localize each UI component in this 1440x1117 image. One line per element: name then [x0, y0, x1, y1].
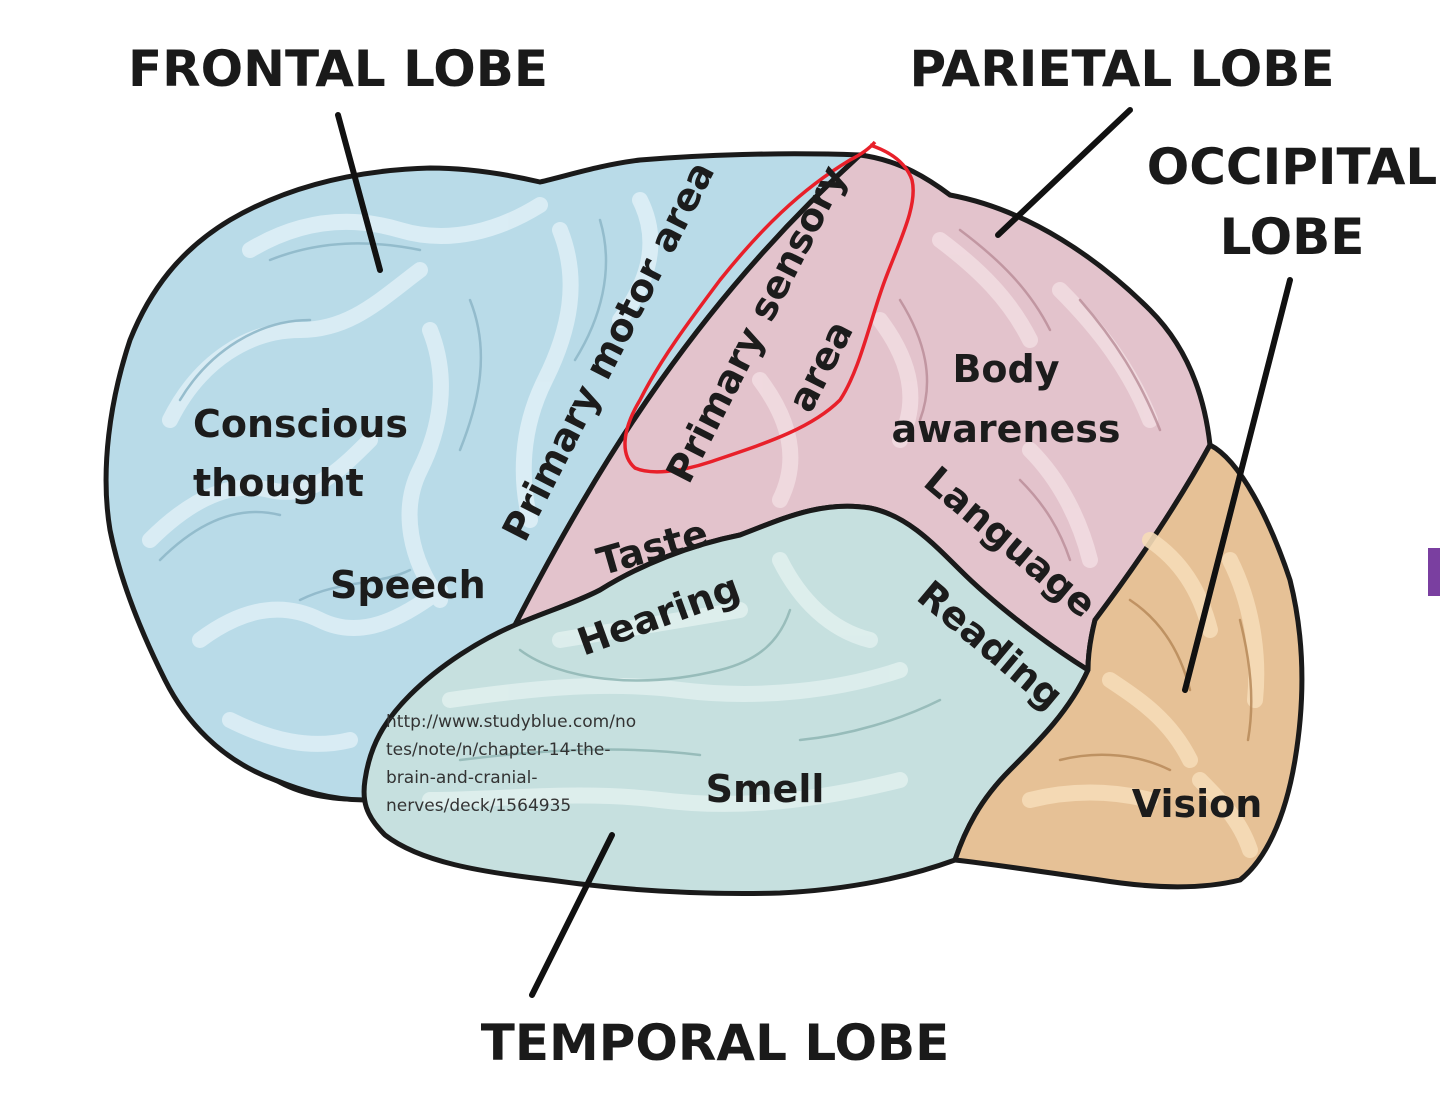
- parietal-gyri: [752, 232, 1158, 568]
- frontal-folds: [158, 218, 608, 602]
- conscious-thought-label-line1: Conscious: [193, 402, 408, 446]
- source-line-3: brain-and-cranial-: [386, 768, 537, 788]
- temporal-lobe-title: TEMPORAL LOBE: [481, 1014, 949, 1072]
- temporal-folds: [458, 608, 942, 762]
- frontal-gyri: [142, 192, 659, 752]
- source-line-2: tes/note/n/chapter-14-the-: [386, 740, 611, 760]
- temporal-leader-line: [529, 832, 615, 998]
- speech-label: Speech: [330, 563, 486, 607]
- source-line-1: http://www.studyblue.com/no: [386, 712, 636, 732]
- parietal-leader-line: [995, 107, 1133, 238]
- occipital-lobe-region: [951, 441, 1305, 890]
- source-line-4: nerves/deck/1564935: [386, 796, 571, 816]
- temporal-gyri: [422, 552, 908, 812]
- frontal-lobe-title: FRONTAL LOBE: [128, 40, 548, 98]
- parietal-folds: [898, 228, 1162, 562]
- source-citation: http://www.studyblue.com/no tes/note/n/c…: [386, 712, 636, 816]
- vision-label: Vision: [1132, 782, 1263, 826]
- smell-label: Smell: [706, 767, 825, 811]
- occipital-lobe-title-line2: LOBE: [1220, 208, 1365, 266]
- body-awareness-label-line1: Body: [952, 347, 1059, 391]
- occipital-lobe-title-line1: OCCIPITAL: [1147, 138, 1438, 196]
- edge-purple-glyph: [1428, 548, 1440, 596]
- brain-stem-edge: [273, 778, 366, 802]
- parietal-lobe-title: PARIETAL LOBE: [909, 40, 1334, 98]
- occipital-leader-line: [1182, 277, 1293, 693]
- conscious-thought-label-line2: thought: [193, 461, 364, 505]
- body-awareness-label-line2: awareness: [892, 407, 1121, 451]
- frontal-leader-line: [335, 112, 383, 273]
- primary-sensory-highlight: [623, 140, 915, 474]
